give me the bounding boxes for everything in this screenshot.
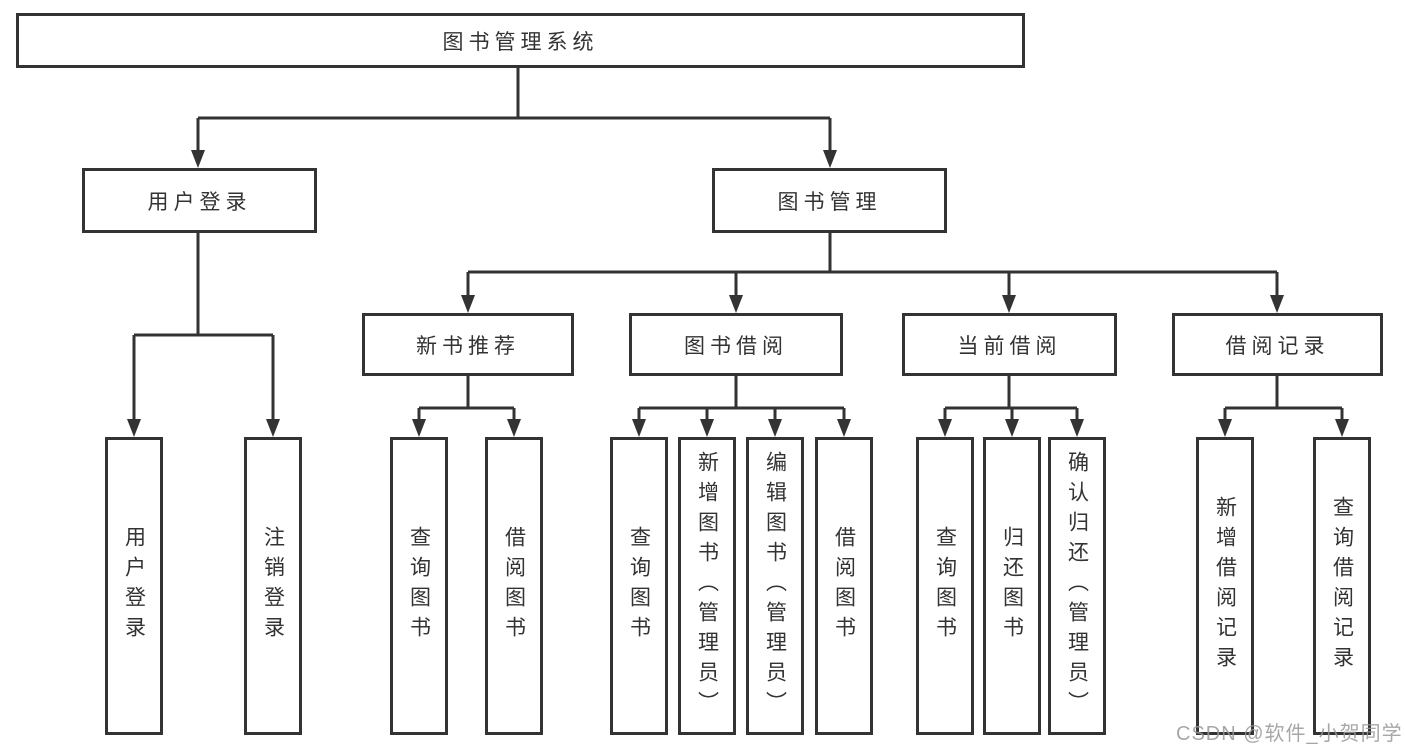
node-user-login: 用户登录 — [82, 168, 317, 233]
node-book-borrow: 图书借阅 — [629, 313, 843, 376]
leaf-borrow-books: 借阅图书 — [815, 437, 873, 735]
node-root-system: 图书管理系统 — [16, 13, 1025, 68]
leaf-user-login: 用户登录 — [105, 437, 163, 735]
leaf-edit-books-admin: 编辑图书（管理员） — [746, 437, 804, 735]
node-new-book-recommend: 新书推荐 — [362, 313, 574, 376]
leaf-add-borrow-record: 新增借阅记录 — [1196, 437, 1254, 735]
leaf-query-books-current: 查询图书 — [916, 437, 974, 735]
leaf-borrow-books-recommend: 借阅图书 — [485, 437, 543, 735]
leaf-confirm-return-admin: 确认归还（管理员） — [1048, 437, 1106, 735]
leaf-logout: 注销登录 — [244, 437, 302, 735]
leaf-query-borrow-record: 查询借阅记录 — [1313, 437, 1371, 735]
node-borrow-records: 借阅记录 — [1172, 313, 1383, 376]
csdn-watermark: CSDN @软件_小贺同学 — [1176, 723, 1403, 745]
leaf-return-books: 归还图书 — [983, 437, 1041, 735]
leaf-query-books-recommend: 查询图书 — [390, 437, 448, 735]
leaf-query-books-borrow: 查询图书 — [610, 437, 668, 735]
leaf-add-books-admin: 新增图书（管理员） — [678, 437, 736, 735]
node-book-management: 图书管理 — [712, 168, 947, 233]
node-current-borrow: 当前借阅 — [902, 313, 1117, 376]
